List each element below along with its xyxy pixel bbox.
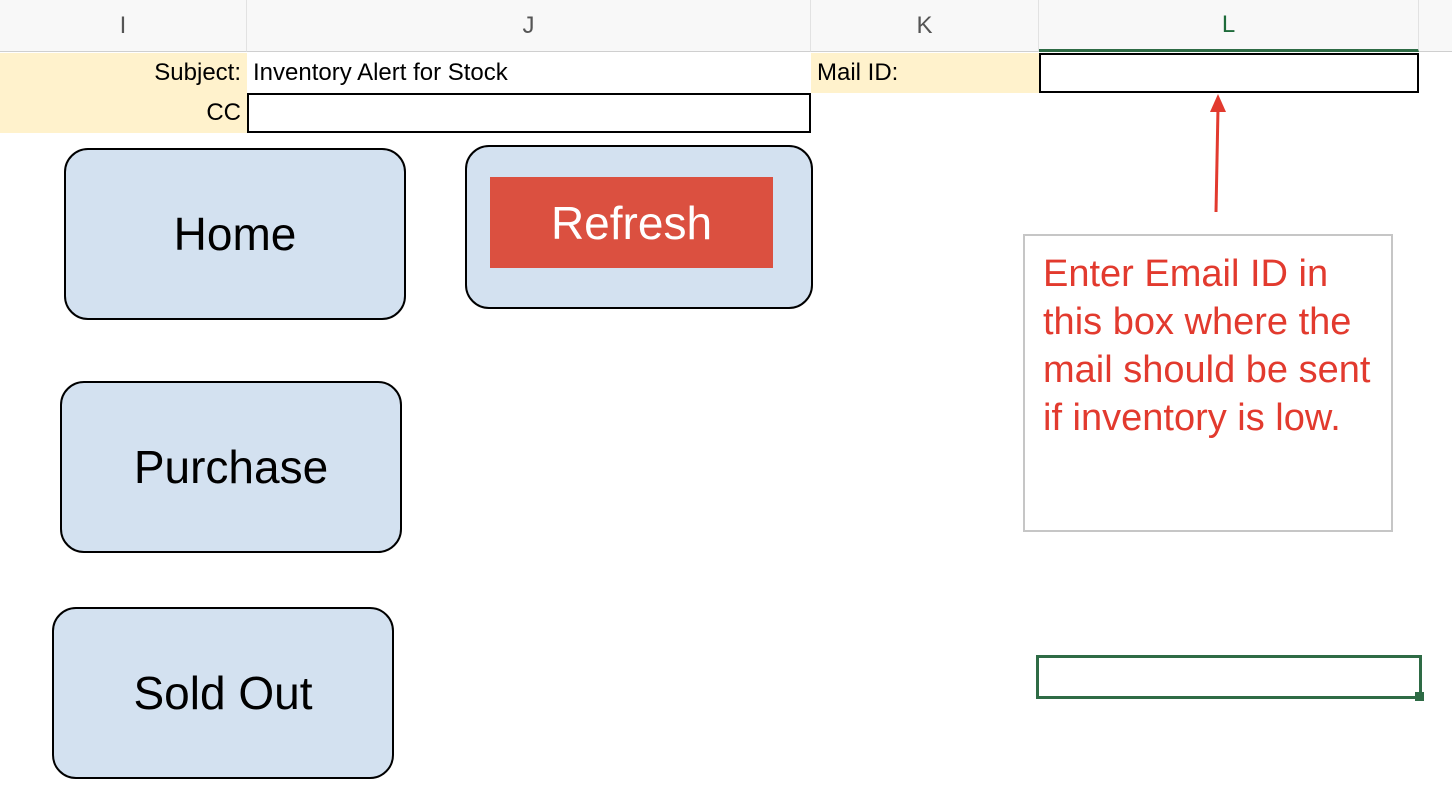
instruction-note: Enter Email ID in this box where the mai…	[1023, 234, 1393, 532]
cc-label: CC	[0, 93, 247, 133]
fill-handle[interactable]	[1415, 692, 1424, 701]
column-header-blank	[1419, 0, 1452, 52]
mail-id-input-cell[interactable]	[1039, 53, 1419, 93]
home-button[interactable]: Home	[64, 148, 406, 320]
purchase-button[interactable]: Purchase	[60, 381, 402, 553]
subject-label: Subject:	[0, 53, 247, 93]
mail-id-label: Mail ID:	[811, 53, 1039, 93]
column-header-l[interactable]: L	[1039, 0, 1419, 52]
cc-input-cell[interactable]	[247, 93, 811, 133]
column-header-j[interactable]: J	[247, 0, 811, 52]
column-header-k[interactable]: K	[811, 0, 1039, 52]
subject-value-cell[interactable]: Inventory Alert for Stock	[253, 59, 508, 86]
refresh-button[interactable]: Refresh	[490, 177, 773, 268]
sold-out-button[interactable]: Sold Out	[52, 607, 394, 779]
arrow-icon	[1210, 94, 1226, 213]
column-header-i[interactable]: I	[0, 0, 247, 52]
active-cell-selection[interactable]	[1036, 655, 1422, 699]
